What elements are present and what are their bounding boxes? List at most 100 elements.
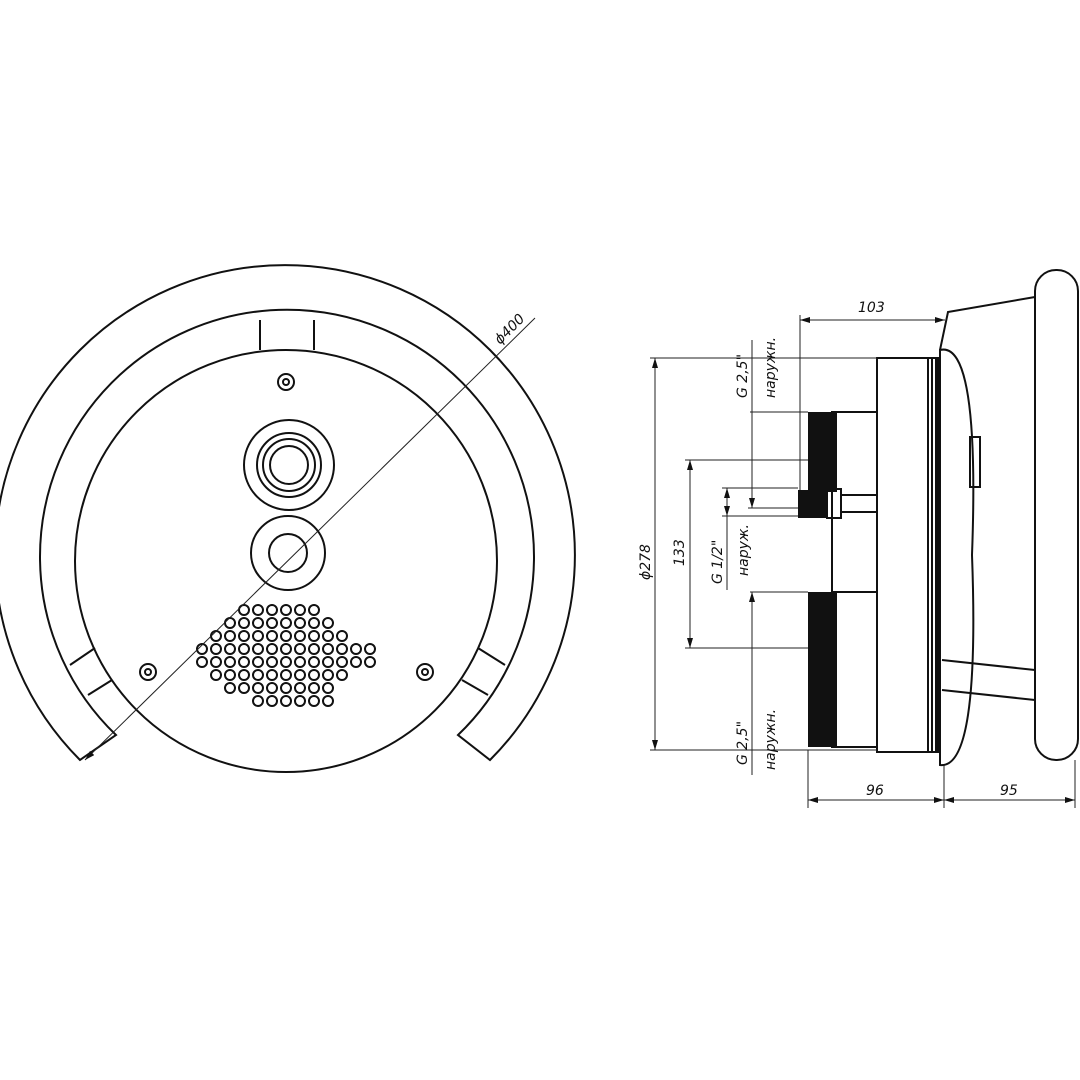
thread-mid-note: наруж. [736,524,752,576]
perforation-hole [224,643,236,655]
perforation-hole [364,656,376,668]
perforation-hole [294,643,306,655]
side-view: 103 96 95 ϕ278 133 G 2,5" наружн. G 1/2"… [638,269,1079,808]
perforation-hole [308,604,320,616]
perforation-hole [294,630,306,642]
perforation-hole [294,656,306,668]
perforation-hole [336,669,348,681]
perforation-hole [210,669,222,681]
screw-icon [139,373,434,681]
perforation-hole [224,656,236,668]
thread-top-label: G 2,5" [735,354,751,398]
perforation-hole [266,682,278,694]
perforation-hole [308,643,320,655]
perforation-hole [280,643,292,655]
perforation-hole [350,656,362,668]
perforation-hole [280,695,292,707]
perforation-hole [308,617,320,629]
perforation-hole [252,604,264,616]
perforation-hole [210,643,222,655]
perforation-hole [294,682,306,694]
perforation-hole [322,643,334,655]
perforation-hole [252,617,264,629]
perforation-hole [280,630,292,642]
dim-278: ϕ278 [638,544,654,580]
perforation-hole [266,604,278,616]
front-view: ϕ400 [0,263,576,773]
perforation-hole [336,656,348,668]
perforation-hole [322,630,334,642]
perforation-hole [238,604,250,616]
perforation-hole [266,630,278,642]
perforation-hole [224,682,236,694]
perforation-hole [294,669,306,681]
perforation-hole [308,682,320,694]
perforation-hole [336,630,348,642]
outer-ring [0,263,576,762]
thread-bottom-note: наружн. [763,709,779,770]
perforation-hole [294,604,306,616]
thread-mid-label: G 1/2" [710,540,726,584]
perforation-hole [210,656,222,668]
dim-133: 133 [672,539,688,566]
dim-96: 96 [866,783,884,799]
perforation-hole [308,630,320,642]
perforation-hole [322,669,334,681]
fitting-bottom [250,515,326,591]
dim-95: 95 [1000,783,1018,799]
perforation-hole [252,656,264,668]
perforation-hole [224,669,236,681]
perforation-hole [266,669,278,681]
perforation-hole [322,682,334,694]
perforation-hole [322,656,334,668]
perforation-hole [308,669,320,681]
flange-body [876,357,929,753]
perforation-hole [266,695,278,707]
perforation-hole [294,617,306,629]
perforation-hole [280,656,292,668]
perforation-hole [280,669,292,681]
perforation-hole [210,630,222,642]
perforation-hole [252,695,264,707]
fitting-top [243,419,335,511]
thread-bottom-label: G 2,5" [735,721,751,765]
thread-top-note: наружн. [763,337,779,398]
perforation-hole [336,643,348,655]
perforation-hole [280,604,292,616]
perforation-hole [238,656,250,668]
perforation-hole [224,617,236,629]
perforation-hole [280,682,292,694]
dimension-line [84,317,536,761]
dim-103: 103 [858,300,885,316]
perforation-hole [196,656,208,668]
perforation-hole [196,643,208,655]
perforation-hole [308,656,320,668]
perforation-hole [364,643,376,655]
perforation-hole [238,630,250,642]
perforation-hole [238,617,250,629]
perforation-hole [322,617,334,629]
perforation-hole [350,643,362,655]
perforation-hole [224,630,236,642]
thread-top [808,412,837,492]
perforation-hole [266,643,278,655]
thread-bottom [808,592,837,747]
inner-disc [74,349,498,773]
perforation-hole [266,617,278,629]
perforation-hole [252,669,264,681]
perforation-hole [308,695,320,707]
cover [939,348,975,767]
perforation-hole [266,656,278,668]
perforation-hole [238,669,250,681]
perforation-hole [238,643,250,655]
perforation-hole [238,682,250,694]
perforation-grid [196,604,376,707]
perforation-hole [252,682,264,694]
perforation-hole [280,617,292,629]
handle [1034,269,1079,761]
perforation-hole [252,630,264,642]
perforation-hole [294,695,306,707]
perforation-hole [252,643,264,655]
